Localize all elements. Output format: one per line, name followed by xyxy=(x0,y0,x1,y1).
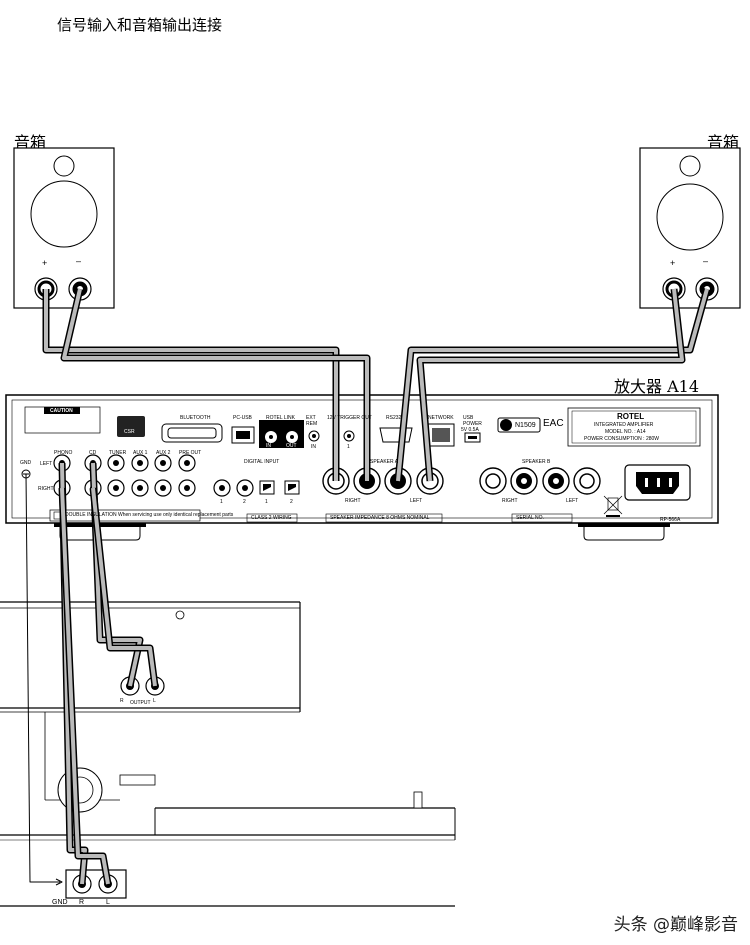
link-out-label: OUT xyxy=(286,443,297,449)
usb-power-label: USB POWER xyxy=(463,415,482,427)
digital-input-label: DIGITAL INPUT xyxy=(244,459,280,465)
watermark: 头条 @巅峰影音 xyxy=(613,915,738,935)
class2-label: CLASS 2 WIRING xyxy=(251,515,292,521)
pre-out-label: PRE OUT xyxy=(179,450,202,456)
aux2-label: AUX 2 xyxy=(156,450,171,456)
cd-l-label: L xyxy=(153,698,156,704)
rotel-link-label: ROTEL LINK xyxy=(266,415,295,421)
left-label: LEFT xyxy=(40,461,53,467)
amplifier-rear-panel xyxy=(5,394,719,541)
turntable-r-label: R xyxy=(79,899,85,906)
n1509-label: N1509 xyxy=(515,422,536,429)
speaker-b-terminals xyxy=(479,467,601,495)
amplifier-label: 放大器 A14 xyxy=(614,377,700,396)
signal-cables xyxy=(25,462,159,886)
cd-r-label: R xyxy=(120,698,124,704)
right-speaker-label: 音箱 xyxy=(707,133,740,152)
network-label: NETWORK xyxy=(428,415,454,421)
right-label: RIGHT xyxy=(38,486,54,492)
rs232-label: RS232 xyxy=(386,415,402,421)
link-in-label: IN xyxy=(266,443,271,449)
serial-label: SERIAL NO. xyxy=(516,515,544,521)
eac-label: EAC xyxy=(543,418,564,429)
impedance-label: SPEAKER IMPEDANCE 8 OHMS NOMINAL xyxy=(330,515,430,521)
trigger-label: 12V TRIGGER OUT xyxy=(327,415,372,421)
model-label: MODEL NO. : A14 xyxy=(605,429,646,435)
usb-power-spec: 5V 0.5A xyxy=(461,427,479,433)
double-insulation-label: DOUBLE INSULATION When servicing use onl… xyxy=(65,512,234,518)
gnd-label: GND xyxy=(20,460,32,466)
speaker-a-label: SPEAKER A xyxy=(370,459,399,465)
cd-output-label: OUTPUT xyxy=(130,700,151,706)
trigger-1-label: 1 xyxy=(347,444,350,450)
speaker-a-right-label: RIGHT xyxy=(345,498,361,504)
bluetooth-label: BLUETOOTH xyxy=(180,415,211,421)
speaker-b-left-label: LEFT xyxy=(566,498,579,504)
digital-2-label: 2 xyxy=(243,499,246,505)
caution-label: CAUTION xyxy=(50,408,73,414)
ext-rem-label: EXT REM xyxy=(306,415,318,427)
rp-label: RP-566A xyxy=(660,517,681,523)
speaker-b-right-label: RIGHT xyxy=(502,498,518,504)
ext-in-label: IN xyxy=(311,444,316,450)
tuner-label: TUNER xyxy=(109,450,127,456)
right-speaker xyxy=(639,147,741,309)
page-title: 信号输入和音箱输出连接 xyxy=(57,16,223,34)
speaker-cables xyxy=(42,288,711,482)
integrated-label: INTEGRATED AMPLIFIER xyxy=(594,422,654,428)
right-speaker-plus: + xyxy=(670,258,676,268)
right-speaker-minus: – xyxy=(703,256,709,266)
cd-label: CD xyxy=(89,450,97,456)
pcusb-label: PC-USB xyxy=(233,415,252,421)
digital-opt-2-label: 2 xyxy=(290,499,293,505)
left-speaker-minus: – xyxy=(76,256,82,266)
turntable-gnd-label: GND xyxy=(52,899,68,906)
left-speaker xyxy=(13,147,115,309)
power-label: POWER CONSUMPTION : 280W xyxy=(584,436,660,442)
speaker-a-left-label: LEFT xyxy=(410,498,423,504)
turntable-l-label: L xyxy=(106,899,110,906)
digital-1-label: 1 xyxy=(220,499,223,505)
aux1-label: AUX 1 xyxy=(133,450,148,456)
phono-label: PHONO xyxy=(54,450,73,456)
csr-label: CSR xyxy=(124,429,135,435)
left-speaker-plus: + xyxy=(42,258,48,268)
rotel-brand: ROTEL xyxy=(617,412,645,421)
speaker-b-label: SPEAKER B xyxy=(522,459,551,465)
digital-opt-1-label: 1 xyxy=(265,499,268,505)
left-speaker-label: 音箱 xyxy=(14,133,47,152)
